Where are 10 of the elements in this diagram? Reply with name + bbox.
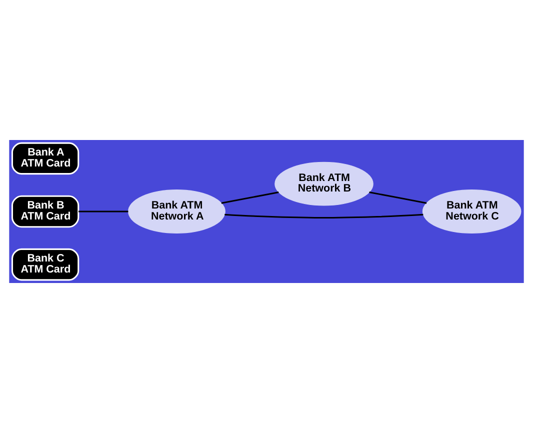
connector bbox=[78, 210, 128, 212]
node-box: Bank A ATM Card bbox=[11, 142, 80, 174]
connector bbox=[224, 213, 424, 218]
connector bbox=[369, 190, 427, 204]
connector bbox=[221, 191, 279, 204]
node-ellipse: Bank ATM Network C bbox=[422, 189, 522, 233]
node-box: Bank B ATM Card bbox=[11, 194, 80, 228]
node-ellipse: Bank ATM Network A bbox=[128, 189, 226, 233]
node-box: Bank C ATM Card bbox=[11, 248, 80, 280]
node-ellipse: Bank ATM Network B bbox=[274, 161, 374, 206]
